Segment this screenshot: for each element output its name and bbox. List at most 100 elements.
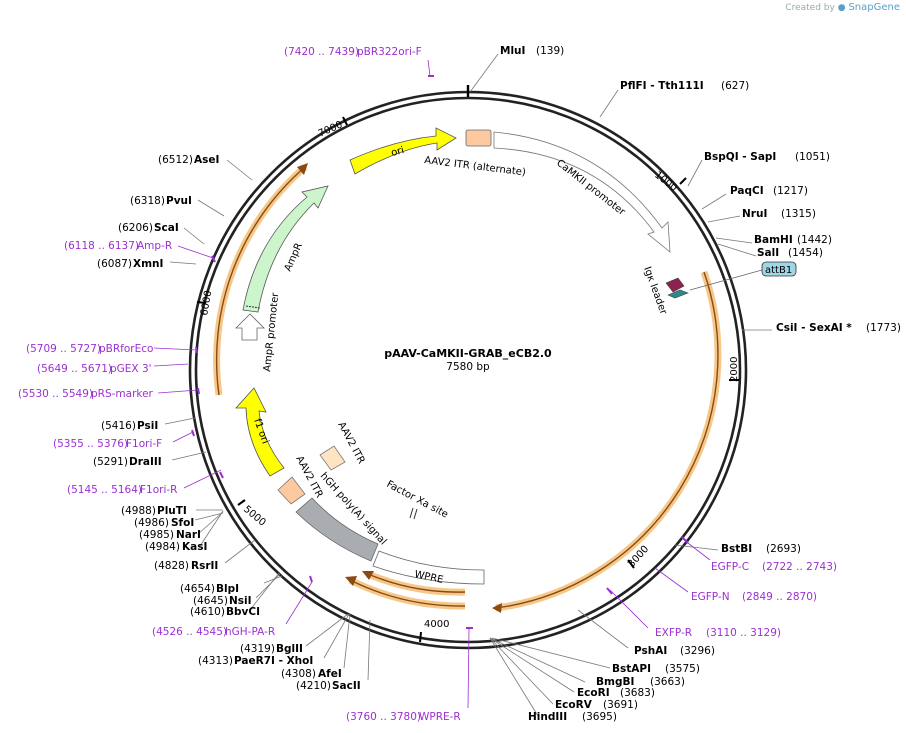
tick-6000: 6000: [196, 290, 214, 317]
igk-leader-2-feature[interactable]: [667, 289, 689, 299]
primer-range: (2722 .. 2743): [762, 561, 837, 573]
primer-name[interactable]: pRS-marker: [91, 388, 154, 400]
site-pos: (4986): [134, 517, 169, 529]
site-pos: (3695): [582, 711, 617, 723]
primer-name[interactable]: Amp-R: [137, 240, 172, 252]
site-name[interactable]: RsrII: [191, 560, 218, 572]
site-pos: (6318): [130, 195, 165, 207]
camkii-promoter-feature[interactable]: [493, 131, 671, 253]
site-pos: (1217): [773, 185, 808, 197]
primer-name[interactable]: pBRforEco: [99, 343, 153, 355]
site-name[interactable]: KasI: [182, 541, 207, 553]
site-pos: (139): [536, 45, 564, 57]
site-name[interactable]: PaeR7I - XhoI: [234, 655, 313, 667]
site-name[interactable]: BstAPI: [612, 663, 651, 675]
aav2-itr-alternate-feature[interactable]: [465, 129, 492, 147]
site-name[interactable]: BamHI: [754, 234, 793, 246]
hgh-polya-signal-feature[interactable]: [295, 497, 379, 562]
site-name[interactable]: BmgBI: [596, 676, 634, 688]
site-leaders: [164, 53, 772, 717]
f1-ori-feature[interactable]: [235, 387, 285, 477]
site-pos: (1442): [797, 234, 832, 246]
site-pos: (627): [721, 80, 749, 92]
site-name[interactable]: MluI: [500, 45, 525, 57]
site-name[interactable]: NruI: [742, 208, 767, 220]
site-name[interactable]: ScaI: [154, 222, 179, 234]
primer-leaders: [153, 59, 711, 709]
site-name[interactable]: PflFI - Tth111I: [620, 80, 704, 92]
site-pos: (4313): [198, 655, 233, 667]
primer-range: (4526 .. 4545): [152, 626, 227, 638]
plasmid-size: 7580 bp: [446, 361, 490, 373]
igk-leader-feature[interactable]: [665, 277, 685, 293]
orf-highlights: [213, 163, 722, 613]
site-name[interactable]: AseI: [194, 154, 219, 166]
orf-arrowhead: [362, 571, 374, 580]
primer-name[interactable]: WPRE-R: [419, 711, 461, 723]
ori-feature[interactable]: [349, 127, 457, 175]
site-name[interactable]: CsiI - SexAI *: [776, 322, 852, 334]
feature-label-igk-leader: Igκ leader: [641, 265, 669, 317]
site-name[interactable]: SalI: [757, 247, 779, 259]
primer-range: (6118 .. 6137): [64, 240, 139, 252]
ampr-promoter-feature[interactable]: [235, 313, 265, 341]
site-name[interactable]: BbvCI: [226, 606, 260, 618]
site-pos: (6087): [97, 258, 132, 270]
site-name[interactable]: PshAI: [634, 645, 667, 657]
primer-range: (5145 .. 5164): [67, 484, 142, 496]
primer-range: (5530 .. 5549): [18, 388, 93, 400]
site-pos: (3683): [620, 687, 655, 699]
primer-name[interactable]: EXFP-R: [655, 627, 692, 639]
site-name[interactable]: EcoRV: [555, 699, 593, 711]
aav2-itr-feature[interactable]: [319, 445, 346, 471]
site-pos: (5416): [101, 420, 136, 432]
site-pos: (6512): [158, 154, 193, 166]
wpre-feature[interactable]: [372, 550, 485, 585]
ampr-feature[interactable]: [242, 185, 329, 313]
orf-arrowhead: [345, 576, 357, 586]
site-pos: (1454): [788, 247, 823, 259]
site-name[interactable]: BstBI: [721, 543, 752, 555]
site-name[interactable]: PvuI: [166, 195, 192, 207]
primer-range: (3110 .. 3129): [706, 627, 781, 639]
site-pos: (4319): [240, 643, 275, 655]
site-name[interactable]: PsiI: [137, 420, 158, 432]
aav2-itr-2-feature[interactable]: [277, 476, 306, 505]
site-name[interactable]: DraIII: [129, 456, 162, 468]
primer-range: (7420 .. 7439): [284, 46, 359, 58]
site-pos: (1773): [866, 322, 901, 334]
site-name[interactable]: PaqCI: [730, 185, 764, 197]
site-name[interactable]: NarI: [176, 529, 201, 541]
snapgene-credit: Created by ● SnapGene: [785, 2, 900, 13]
primers: (7420 .. 7439) pBR322ori-F EGFP-C (2722 …: [18, 46, 837, 723]
primer-name[interactable]: hGH-PA-R: [225, 626, 275, 638]
primer-name[interactable]: EGFP-C: [711, 561, 749, 573]
site-name[interactable]: BglII: [276, 643, 303, 655]
attb1-feature[interactable]: [761, 261, 797, 277]
backbone: [188, 85, 748, 650]
snapgene-logo-icon: ●: [837, 3, 846, 13]
primer-range: (5355 .. 5376): [53, 438, 128, 450]
site-name[interactable]: BlpI: [216, 583, 239, 595]
primer-name[interactable]: F1ori-R: [140, 484, 177, 496]
site-name[interactable]: SfoI: [171, 517, 194, 529]
orf-arrowhead: [492, 603, 502, 613]
orf-arrowhead: [297, 163, 308, 175]
primer-name[interactable]: F1ori-F: [126, 438, 162, 450]
site-name[interactable]: HindIII: [528, 711, 567, 723]
tick-4000: 4000: [419, 619, 449, 643]
primer-name[interactable]: pGEX 3': [110, 363, 152, 375]
primer-name[interactable]: EGFP-N: [691, 591, 730, 603]
site-pos: (4984): [145, 541, 180, 553]
site-name[interactable]: EcoRI: [577, 687, 610, 699]
site-name[interactable]: XmnI: [133, 258, 163, 270]
primer-name[interactable]: pBR322ori-F: [357, 46, 422, 58]
site-name[interactable]: AfeI: [318, 668, 342, 680]
plasmid-name: pAAV-CaMKII-GRAB_eCB2.0: [384, 347, 552, 360]
site-name[interactable]: BspQI - SapI: [704, 151, 776, 163]
site-name[interactable]: SacII: [332, 680, 361, 692]
site-name[interactable]: NsiI: [229, 595, 252, 607]
tick-5000: 5000: [237, 499, 268, 529]
site-name[interactable]: PluTI: [157, 505, 187, 517]
orf-arrow-line: [367, 573, 466, 593]
